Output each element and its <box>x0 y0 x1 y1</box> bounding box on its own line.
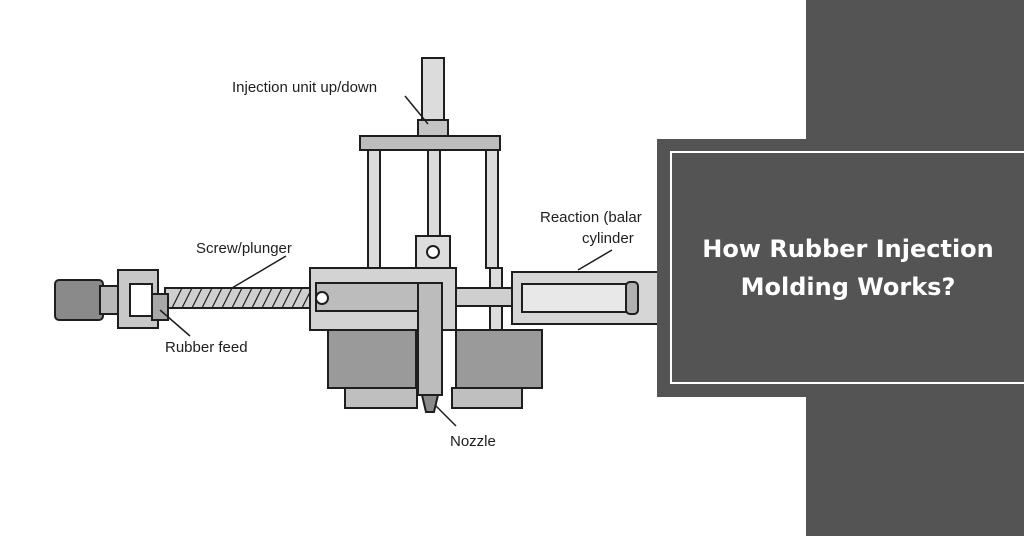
coupling-block <box>415 235 451 269</box>
reaction-rod <box>455 287 519 307</box>
barrel-bore <box>315 282 427 312</box>
guide-column-left <box>367 149 381 269</box>
guide-column-right <box>485 149 499 269</box>
label-nozzle: Nozzle <box>450 433 496 450</box>
nozzle-channel <box>417 282 443 396</box>
leader-lines <box>159 95 613 427</box>
label-reaction-line1: Reaction (balar <box>540 209 642 226</box>
page-title: How Rubber Injection Molding Works? <box>683 230 1013 306</box>
mould-half-left <box>327 329 417 389</box>
top-actuator-cap <box>417 119 449 137</box>
barrel-port <box>315 291 329 305</box>
label-reaction-line2: cylinder <box>582 230 634 247</box>
mould-base-right <box>451 387 523 409</box>
title-line-1: How Rubber Injection <box>702 234 994 263</box>
nozzle-tip <box>420 394 440 413</box>
title-line-2: Molding Works? <box>740 272 956 301</box>
mould-half-right <box>455 329 543 389</box>
feed-housing-inner <box>129 283 153 317</box>
label-screw-plunger: Screw/plunger <box>196 240 292 257</box>
feed-clamp <box>151 293 169 321</box>
label-injection-unit: Injection unit up/down <box>232 79 377 96</box>
title-frame: How Rubber Injection Molding Works? <box>670 151 1024 384</box>
label-rubber-feed: Rubber feed <box>165 339 248 356</box>
top-plate <box>359 135 501 151</box>
reaction-cylinder-bore <box>521 283 633 313</box>
guide-column-center <box>427 149 441 241</box>
reaction-piston <box>625 281 639 315</box>
title-card <box>657 139 1024 397</box>
drive-motor <box>54 279 104 321</box>
coupling-pin <box>426 245 440 259</box>
mould-base-left <box>344 387 418 409</box>
